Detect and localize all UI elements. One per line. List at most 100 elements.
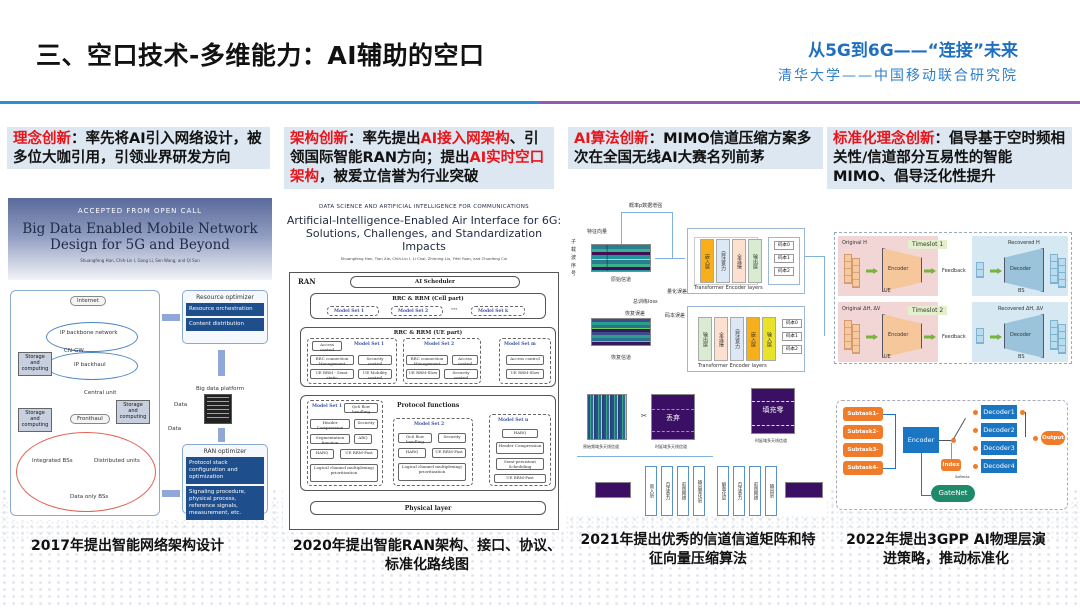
cut-line: [652, 431, 694, 432]
model-set-box: Model Set 2: [391, 306, 443, 316]
caption-2021: 2021年提出优秀的信道信道矩阵和特征向量压缩算法: [580, 532, 816, 567]
arrow-up-icon: [218, 350, 225, 376]
backbone-label: IP backbone network: [60, 330, 118, 336]
ue-rrm-slow: UE RRM-Slow: [406, 369, 440, 379]
fc-layer: 全连接: [732, 239, 746, 283]
latent-stack: [976, 262, 984, 278]
qos-flow: QoS flow handling: [398, 433, 432, 443]
paper-title: Big Data Enabled Mobile Network Design f…: [22, 221, 258, 253]
output-stack: [1050, 254, 1058, 284]
decoder-2: Decoder2: [981, 423, 1017, 437]
output-stack: [1050, 320, 1058, 350]
subtask-2: Subtask2-data: [843, 425, 883, 449]
figure-csi-compression: 概率p数据增强 特征向量 子载波序号 原始信道 嵌入层 自注意力 全连接 输出层…: [567, 198, 827, 516]
pipeline-attention: 自注意力: [661, 466, 673, 516]
header-compression: Header Compression: [496, 442, 544, 454]
node: [1033, 436, 1038, 441]
feature-vector-label: 特征向量: [587, 229, 608, 235]
ue-rrm-fast: UE RRM-Fast: [494, 474, 546, 483]
input-stack: [852, 258, 860, 288]
big-data-label: Big data platform: [196, 386, 245, 392]
ue-rrm-semi: UE RRM - Semi-static: [310, 369, 354, 379]
latent-stack: [976, 328, 984, 344]
paper-kicker: ACCEPTED FROM OPEN CALL: [77, 207, 203, 215]
model-set-label: Model Set 1: [334, 309, 365, 314]
ue-rrm-fast: UE RRM-Fast: [432, 448, 466, 458]
paper-authors: Shuangfeng Han, Tian Xie, Chih-Lin I, Li…: [340, 256, 508, 261]
input-stack: [844, 320, 852, 350]
rrc-connection: RRC connection Management: [406, 355, 448, 365]
delay-channel-label: 时延域多天线信道: [655, 444, 687, 449]
arrow-left-icon: [162, 490, 180, 497]
freq-channel-label: 原始频域多天线信道: [583, 444, 619, 449]
decoder-4: Decoder4: [981, 459, 1017, 473]
pipeline-dequant: 解量化层: [717, 466, 729, 516]
codebook-2: 码本2: [774, 267, 794, 276]
security-control: Security control: [444, 369, 478, 379]
connector-line: [883, 414, 895, 415]
header-rule-purple: [540, 101, 1080, 104]
caption-2020: 2020年提出智能RAN架构、接口、协议、标准化路线图: [292, 538, 562, 573]
node: [973, 428, 978, 433]
caption-text: ：率先将AI引入网络设计，被多位大咖引用，引领业界研发方向: [13, 131, 262, 166]
access-control: Access control: [506, 355, 544, 365]
caption-architecture-innovation: 架构创新：率先提出AI接入网架构、引领国际智能RAN方向；提出AI实时空口架构，…: [284, 127, 554, 189]
encoder-label: Encoder: [888, 332, 909, 338]
caption-text: ：MIMO信道压缩方案多次在全国无线AI大赛名列前茅: [574, 131, 812, 166]
ran-optimizer-title: RAN optimizer: [203, 448, 247, 455]
harq: HARQ: [502, 429, 538, 438]
connector-line: [939, 440, 951, 441]
model-set-box: Model Set 2 RRC connection Management Ac…: [403, 338, 481, 384]
arrow-left-icon: [162, 314, 180, 321]
connector-line: [621, 212, 622, 258]
caption-2017: 2017年提出智能网络架构设计: [31, 538, 224, 554]
access-control: Access control: [312, 341, 342, 351]
codebook-1: 码本1: [774, 254, 794, 263]
input-layer: 输入层: [762, 317, 776, 361]
timeslot-diagram: [834, 232, 1072, 364]
figure-big-data-network: ACCEPTED FROM OPEN CALL Big Data Enabled…: [8, 198, 272, 520]
arrow-right-icon: [866, 268, 878, 274]
recovered-channel-label: 恢复信道: [611, 355, 632, 361]
encoder-layers-label: Transformer Encoder layers: [698, 363, 767, 369]
arrow-right-icon: [990, 268, 1002, 274]
arrow-right-icon: [866, 334, 878, 340]
model-set-box: Model Set m Access control UE RRM-Slow: [499, 338, 551, 384]
pipeline-attention: 自注意力: [733, 466, 745, 516]
compressed-input-heatmap: [595, 482, 631, 498]
output-layer: 输出层: [698, 317, 712, 361]
self-attention-layer: 自注意力: [730, 317, 744, 361]
logical-channel: Logical channel multiplexing/ prioritiza…: [398, 463, 466, 481]
fill-line: [752, 401, 794, 402]
segmentation: Segmentation function: [310, 434, 350, 444]
data-label: Data: [174, 402, 188, 408]
recovered-dh-label: Recovered ΔH, ΔV: [998, 306, 1044, 312]
output-node: Output: [1041, 431, 1065, 445]
recover-loss-label: 恢复误差: [625, 311, 646, 317]
slide-title: 三、空口技术-多维能力：AI辅助的空口: [36, 41, 485, 70]
network-diagram: Internet IP backbone network CN-GW IP ba…: [8, 290, 272, 520]
paper-kicker: DATA SCIENCE AND ARTIFICIAL INTELLIGENCE…: [319, 204, 529, 210]
embed-layer: 嵌入层: [700, 239, 714, 283]
freq-channel-heatmap: [587, 394, 627, 440]
security-control: Security control: [358, 355, 392, 365]
encoder-layers-label: Transformer Encoder layers: [694, 285, 763, 291]
caption-highlight: 架构创新: [290, 131, 348, 147]
timeslot-1: Timeslot 1: [908, 240, 948, 249]
decoder-structure: 输出层 全连接 自注意力 嵌入层 输入层 Transformer Encoder…: [687, 306, 805, 372]
model-set-box: Model Set k: [471, 306, 525, 316]
internet-cloud: Internet: [70, 296, 106, 306]
qos-flow: QoS flow handling: [344, 403, 378, 413]
recovered-channel-heatmap: [591, 318, 651, 346]
caption-highlight: 标准化理念创新: [833, 131, 935, 147]
data-label: Data: [168, 426, 182, 432]
pipeline-quant: 输出量化层: [693, 466, 705, 516]
rrc-connection: RRC connection Management: [310, 355, 354, 365]
rrc-ue-label: RRC & RRM (UE part): [393, 330, 463, 336]
pipeline-embed: 嵌入层: [645, 466, 657, 516]
subcarrier-label: 子载波序号: [571, 239, 577, 277]
model-set-box: Model Set 1 Access control RRC connectio…: [307, 338, 397, 384]
backhaul-label: IP backhaul: [74, 362, 106, 368]
codebook-0: 码本0: [782, 319, 802, 328]
codebook-2: 码本2: [782, 345, 802, 354]
